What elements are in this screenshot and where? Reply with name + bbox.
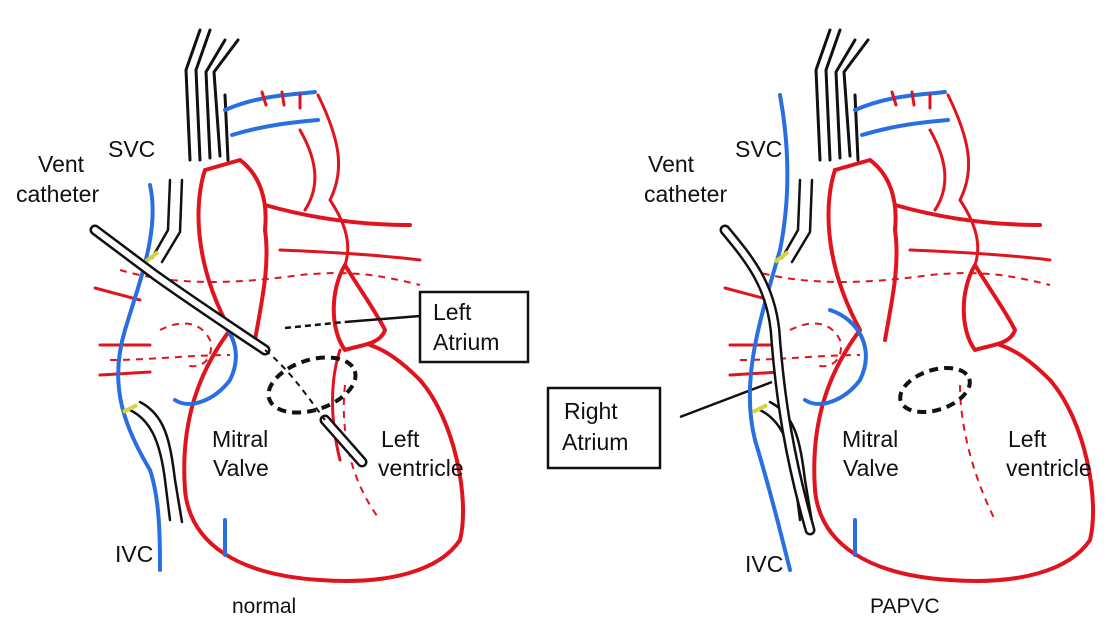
mitral-valve-ring — [261, 347, 362, 422]
caption-papvc: PAPVC — [870, 595, 940, 618]
label-ivc-r: IVC — [745, 551, 783, 577]
vent-catheter-tip-inner — [325, 420, 362, 462]
svc-tube — [152, 180, 182, 262]
right-atrium-wall-r — [835, 160, 896, 230]
callout-right-atrium-line1: Right — [564, 398, 618, 424]
label-catheter-r: catheter — [644, 181, 727, 207]
aorta-inner-r — [930, 130, 945, 210]
left-atrium-pointer — [345, 316, 420, 322]
label-svc-r: SVC — [735, 136, 782, 162]
label-vent-r: Vent — [648, 151, 695, 177]
pulmonary-vein-top-r2 — [862, 120, 948, 135]
svc-ivc — [118, 185, 160, 570]
label-lv-left-r: Left — [1008, 426, 1047, 452]
dashed-lv-r — [960, 385, 995, 520]
aorta — [318, 95, 348, 265]
label-vent: Vent — [38, 151, 85, 177]
dashed-vessels-r1 — [750, 270, 1050, 285]
label-mitral: Mitral — [212, 426, 268, 452]
label-lv-ventricle: ventricle — [378, 455, 464, 481]
callout-right-atrium: Right Atrium — [548, 382, 772, 468]
callout-left-atrium: Left Atrium — [420, 292, 528, 362]
label-svc: SVC — [108, 136, 155, 162]
septum-r — [885, 230, 897, 340]
callout-left-atrium-line1: Left — [433, 299, 472, 325]
label-catheter: catheter — [16, 181, 99, 207]
right-atrium-wall — [205, 160, 266, 230]
dashed-vessels-2 — [160, 323, 211, 366]
mitral-valve-ring-r — [895, 360, 976, 420]
pulmonary-artery-r2 — [910, 250, 1050, 260]
great-vessels-black — [186, 30, 238, 160]
label-valve-r: Valve — [843, 455, 899, 481]
panel-normal: SVC Vent catheter Mitral Valve Left vent… — [16, 30, 464, 618]
pulmonary-artery-2 — [280, 250, 420, 260]
right-atrium-pointer — [680, 382, 772, 417]
panel-papvc: SVC Vent catheter Mitral Valve Left vent… — [644, 30, 1093, 618]
dashed-vessels-r2 — [790, 323, 841, 366]
callout-left-atrium-line2: Atrium — [433, 329, 499, 355]
label-lv-left: Left — [381, 426, 420, 452]
aorta-r — [948, 95, 978, 265]
great-vessels-black-2 — [816, 30, 868, 160]
label-ivc: IVC — [115, 541, 153, 567]
left-atrial-appendage-r — [964, 265, 1015, 350]
left-atrial-appendage — [334, 265, 385, 350]
label-valve: Valve — [213, 455, 269, 481]
aorta-inner — [300, 130, 315, 210]
callout-right-atrium-line2: Atrium — [562, 429, 628, 455]
pulmonary-vein-top-2 — [232, 120, 318, 135]
label-lv-ventricle-r: ventricle — [1006, 455, 1092, 481]
vent-catheter-inner — [95, 230, 265, 350]
label-mitral-r: Mitral — [842, 426, 898, 452]
caption-normal: normal — [232, 595, 296, 618]
catheter-path-dashed — [265, 350, 325, 420]
septum — [255, 230, 267, 340]
